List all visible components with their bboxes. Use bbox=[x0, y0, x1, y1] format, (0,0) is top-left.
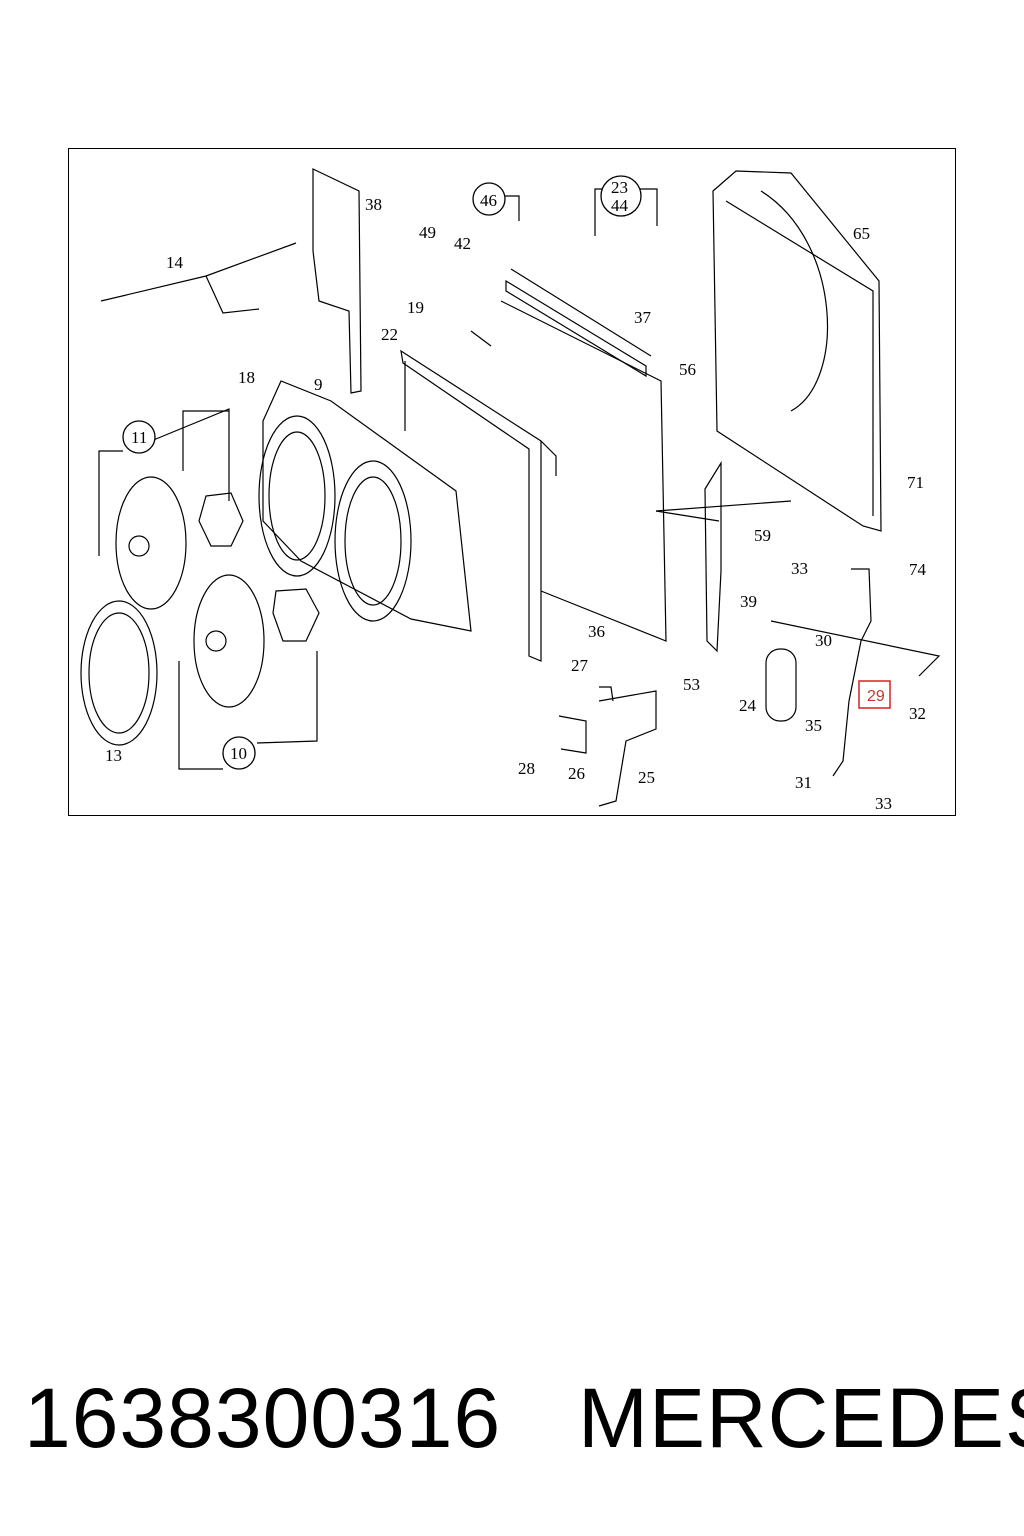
callout-label-46: 46 bbox=[480, 191, 497, 210]
callout-label-39: 39 bbox=[740, 592, 757, 611]
callout-label-42: 42 bbox=[454, 234, 471, 253]
callout-label-31: 31 bbox=[795, 773, 812, 792]
callout-label-33a: 33 bbox=[791, 559, 808, 578]
callout-label-23: 23 bbox=[611, 178, 628, 197]
footer: 1638300316 MERCEDES bbox=[0, 1370, 1024, 1470]
callout-label-36: 36 bbox=[588, 622, 605, 641]
callout-label-13: 13 bbox=[105, 746, 122, 765]
callout-label-33b: 33 bbox=[875, 794, 892, 813]
callout-label-19: 19 bbox=[407, 298, 424, 317]
part-number: 1638300316 bbox=[24, 1371, 502, 1465]
callout-label-14: 14 bbox=[166, 253, 184, 272]
callout-label-37: 37 bbox=[634, 308, 652, 327]
callout-label-10: 10 bbox=[230, 744, 247, 763]
callout-label-44: 44 bbox=[611, 196, 629, 215]
callout-label-29: 29 bbox=[867, 688, 885, 705]
callout-label-49: 49 bbox=[419, 223, 436, 242]
callout-label-9: 9 bbox=[314, 375, 323, 394]
highlight-box bbox=[858, 680, 891, 709]
callout-label-59: 59 bbox=[754, 526, 771, 545]
callout-label-28: 28 bbox=[518, 759, 535, 778]
callout-label-11: 11 bbox=[131, 428, 147, 447]
brand-name: MERCEDES bbox=[578, 1371, 1024, 1465]
callout-label-38: 38 bbox=[365, 195, 382, 214]
callout-label-74: 74 bbox=[909, 560, 927, 579]
callout-label-26: 26 bbox=[568, 764, 585, 783]
callout-label-32: 32 bbox=[909, 704, 926, 723]
callout-label-35: 35 bbox=[805, 716, 822, 735]
callout-label-18: 18 bbox=[238, 368, 255, 387]
callout-label-25: 25 bbox=[638, 768, 655, 787]
callout-label-56: 56 bbox=[679, 360, 696, 379]
callout-label-71: 71 bbox=[907, 473, 924, 492]
callout-label-24: 24 bbox=[739, 696, 757, 715]
callout-label-22: 22 bbox=[381, 325, 398, 344]
callout-label-53: 53 bbox=[683, 675, 700, 694]
callout-label-27: 27 bbox=[571, 656, 589, 675]
callout-label-30: 30 bbox=[815, 631, 832, 650]
callout-label-65: 65 bbox=[853, 224, 870, 243]
